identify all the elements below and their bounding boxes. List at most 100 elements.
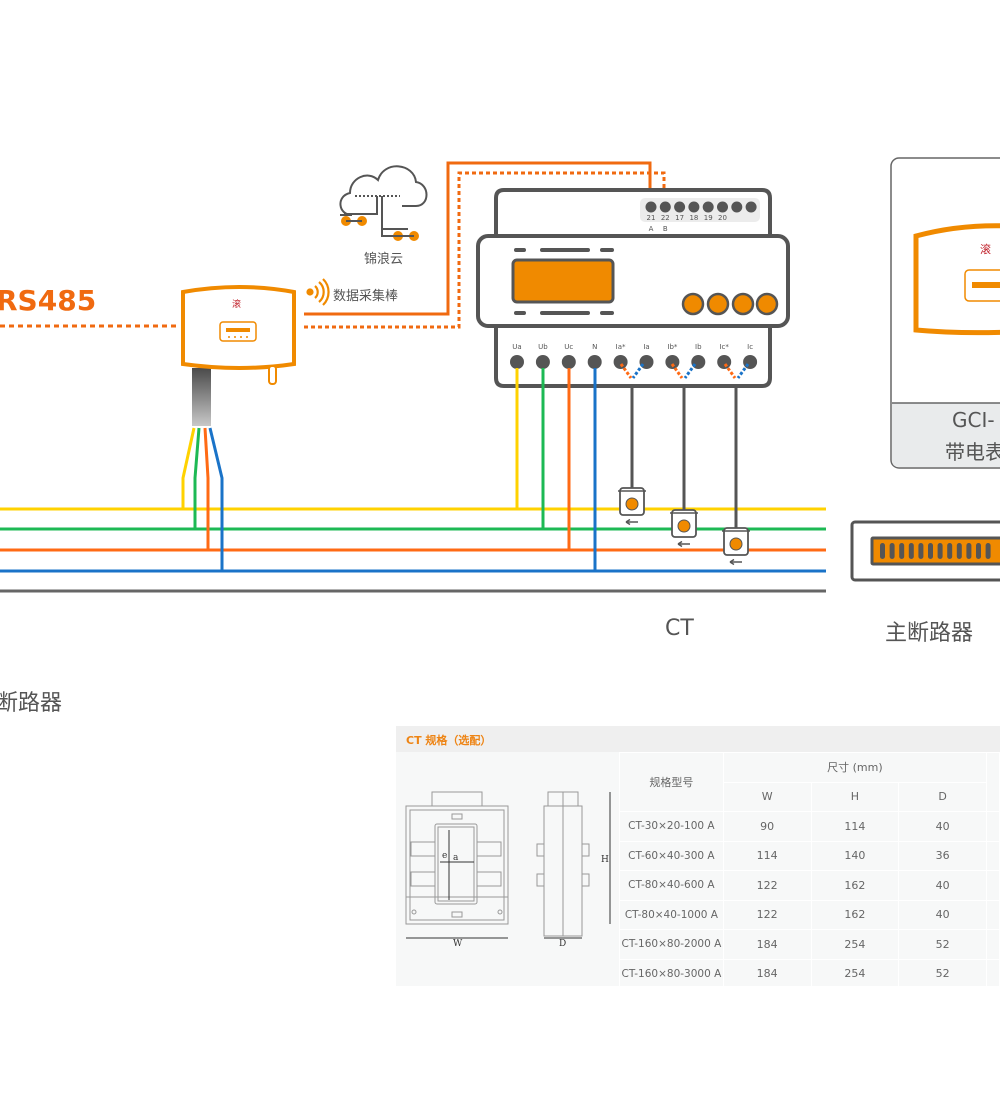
svg-text:滚: 滚 — [980, 242, 991, 256]
header-h: H — [810, 781, 900, 812]
data-stick-label: 数据采集棒 — [333, 289, 399, 304]
top-terminal-label: 22 — [661, 214, 670, 222]
rs485-dotted-b — [304, 171, 666, 329]
bottom-terminal-label: Ib* — [667, 343, 678, 351]
drawing-label-h: H — [601, 855, 609, 865]
inverter-cable-gray — [192, 368, 211, 426]
bottom-terminal-label: Ic* — [719, 343, 729, 351]
cell-model: CT-80×40-1000 A — [619, 899, 724, 930]
ct-leads — [619, 363, 750, 528]
ct-clamp-icon — [618, 487, 646, 526]
bottom-terminal-label: Ua — [512, 343, 521, 351]
bus-lines — [0, 507, 826, 593]
bottom-terminal-screw — [587, 355, 602, 369]
drawing-label-e: e — [442, 851, 447, 861]
wiring-diagram: 滚 21 22 17 — [0, 157, 1000, 593]
cell-h: 254 — [810, 929, 900, 960]
breaker-slot — [899, 543, 905, 559]
bottom-terminal-label: Ia — [643, 343, 649, 351]
drawing-label-w: W — [453, 939, 463, 949]
cell-h: 140 — [810, 840, 900, 871]
meter-voltage-wires — [515, 368, 597, 571]
breaker-slot — [937, 543, 943, 559]
cell-h: 254 — [810, 958, 900, 989]
breaker-slot — [880, 543, 885, 559]
inverter: 滚 — [181, 285, 296, 426]
breaker-slot — [889, 543, 895, 559]
ct-spec-panel: CT 规格（选配） W — [396, 726, 1000, 989]
bottom-terminal-label: Ia* — [616, 343, 626, 351]
rs485-solid-a — [304, 161, 652, 316]
cell-d: 40 — [898, 899, 987, 930]
inverter-phase-cables — [181, 427, 224, 571]
cell-model: CT-30×20-100 A — [619, 811, 724, 842]
ct-spec-header: CT 规格（选配） — [396, 726, 1000, 752]
cloud-label: 锦浪云 — [364, 252, 404, 267]
bottom-terminal-screw — [535, 355, 550, 369]
gci-sub-label: 带电表 — [945, 440, 1000, 464]
bottom-terminal-screw — [639, 355, 654, 369]
meter-buttons — [681, 292, 779, 316]
cell-model: CT-60×40-300 A — [619, 840, 724, 871]
top-terminal-sub-label: A — [649, 225, 654, 233]
ct-label: CT — [665, 616, 694, 641]
bottom-terminal-screw — [665, 355, 680, 369]
bottom-terminal-label: Ic — [747, 343, 753, 351]
bottom-terminal-screw — [561, 355, 576, 369]
header-model: 规格型号 — [619, 752, 724, 812]
breaker-slot — [976, 543, 981, 559]
cell-h: 162 — [810, 870, 900, 901]
bottom-terminal-screw — [717, 355, 732, 369]
cell-model: CT-160×80-2000 A — [619, 929, 724, 960]
cell-model: CT-160×80-3000 A — [619, 958, 724, 989]
drawing-label-a: a — [453, 853, 459, 863]
top-terminal-screw — [731, 201, 743, 213]
ct-clamp-icon — [722, 527, 750, 566]
ct-dimension-drawing: W D H a e — [405, 791, 611, 949]
top-terminal-screw — [674, 201, 686, 213]
top-terminal-screw — [645, 201, 657, 213]
top-terminal-screw — [702, 201, 714, 213]
gci-model-label: GCI- — [952, 408, 995, 432]
top-terminal-label: 20 — [718, 214, 727, 222]
bottom-terminal-screw — [743, 355, 758, 369]
cell-w: 184 — [722, 958, 812, 989]
top-terminal-label: 21 — [647, 214, 656, 222]
cell-d: 52 — [898, 958, 987, 989]
ct-spec-title: CT 规格（选配） — [406, 734, 492, 747]
ct-clamp-icon — [670, 509, 698, 548]
breaker-slot — [985, 543, 991, 559]
header-w: W — [722, 781, 812, 812]
main-breaker — [850, 520, 1000, 582]
drawing-label-d: D — [559, 939, 566, 949]
main-breaker-label: 主断路器 — [885, 621, 974, 646]
cell-w: 122 — [722, 899, 812, 930]
top-terminal-screw — [745, 201, 757, 213]
wireless-signal-icon — [306, 278, 330, 306]
cell-d: 52 — [898, 929, 987, 960]
cell-d: 36 — [898, 840, 987, 871]
breaker-slot — [956, 543, 962, 559]
top-terminal-sub-label: B — [663, 225, 668, 233]
top-terminal-screw — [659, 201, 671, 213]
top-terminal-label: 17 — [675, 214, 684, 222]
top-terminal-screw — [688, 201, 700, 213]
cell-model: CT-80×40-600 A — [619, 870, 724, 901]
breaker-slot — [947, 543, 953, 559]
cell-w: 90 — [722, 811, 812, 842]
rs485-label: RS485 — [0, 284, 97, 317]
header-d: D — [898, 781, 987, 812]
cell-d: 40 — [898, 870, 987, 901]
cell-h: 114 — [810, 811, 900, 842]
bottom-terminal-screw — [613, 355, 628, 369]
bottom-terminal-screw — [510, 355, 524, 369]
inverter-logo: 滚 — [232, 298, 241, 310]
cell-w: 122 — [722, 870, 812, 901]
